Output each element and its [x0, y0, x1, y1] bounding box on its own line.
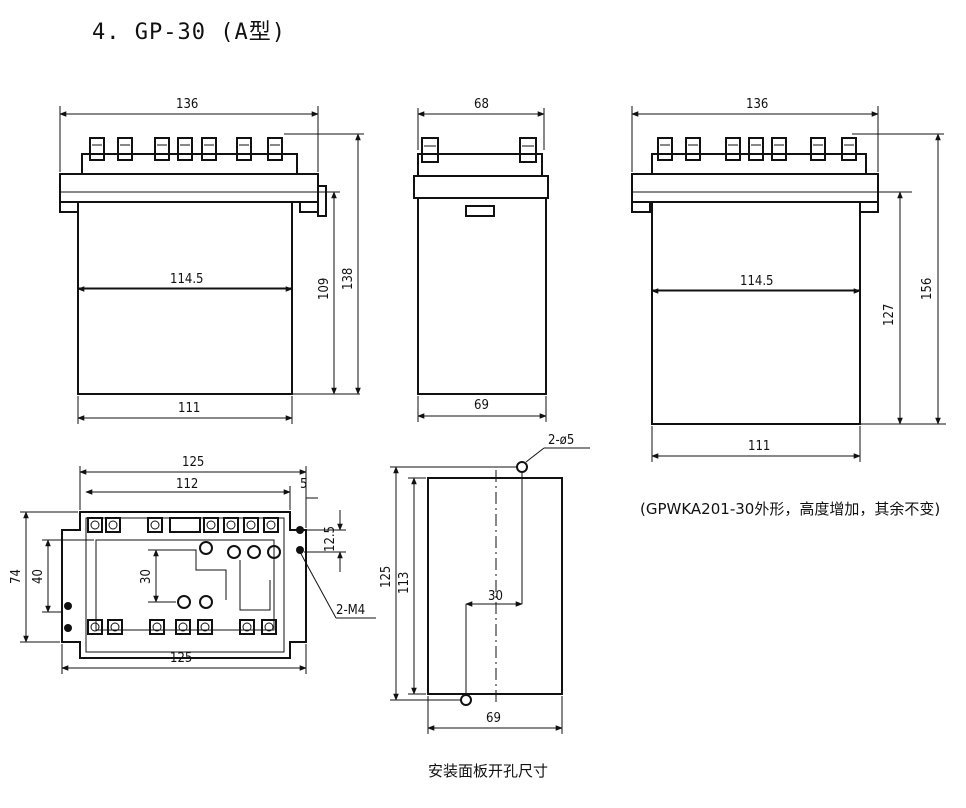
cutout-hole-label: 2-ø5: [548, 433, 574, 448]
front-height-total-label: 138: [341, 268, 356, 290]
top-width-inner-label: 112: [176, 477, 198, 492]
page-title: 4. GP-30 (A型): [92, 20, 286, 45]
front-width-mid-label: 114.5: [170, 272, 203, 287]
side-view: 68 69: [413, 97, 549, 422]
front-width-top-label: 136: [176, 97, 198, 112]
panel-cutout: 30 2-ø5 125 113 69: [379, 433, 590, 734]
front-view-variant: 136 114.5 111 127 156: [631, 97, 946, 462]
top-width-bottom-label: 125: [170, 651, 192, 666]
top-height-inner-label: 40: [31, 569, 46, 584]
top-view: 125 112 5 74 40 30 12.5 2-M4 125: [9, 455, 376, 674]
top-width-outer-label: 125: [182, 455, 204, 470]
top-height-outer-label: 74: [9, 569, 24, 584]
terminal-row: [89, 137, 283, 161]
cutout-caption: 安装面板开孔尺寸: [428, 762, 549, 780]
variant-width-mid-label: 114.5: [740, 274, 773, 289]
cutout-height-inner-label: 113: [397, 572, 412, 594]
top-offset-label: 5: [300, 477, 307, 492]
top-terminal-row: [87, 517, 279, 533]
front-height-body-label: 109: [317, 278, 332, 300]
variant-note: (GPWKA201-30外形，高度增加，其余不变): [640, 500, 941, 518]
variant-width-top-label: 136: [746, 97, 768, 112]
variant-width-bottom-label: 111: [748, 439, 770, 454]
front-width-bottom-label: 111: [178, 401, 200, 416]
front-view: 136 114.5 111 109 138: [59, 97, 364, 424]
top-spacing-label: 30: [139, 569, 154, 584]
top-pitch-label: 12.5: [323, 526, 338, 552]
side-width-bottom-label: 69: [474, 398, 489, 413]
side-width-top-label: 68: [474, 97, 489, 112]
bottom-terminal-row: [87, 619, 277, 635]
cutout-hole-spacing-label: 30: [488, 589, 503, 604]
variant-height-body-label: 127: [882, 304, 897, 326]
screw-label: 2-M4: [336, 603, 365, 618]
variant-height-total-label: 156: [920, 278, 935, 300]
cutout-height-outer-label: 125: [379, 566, 394, 588]
cutout-width-label: 69: [486, 711, 501, 726]
